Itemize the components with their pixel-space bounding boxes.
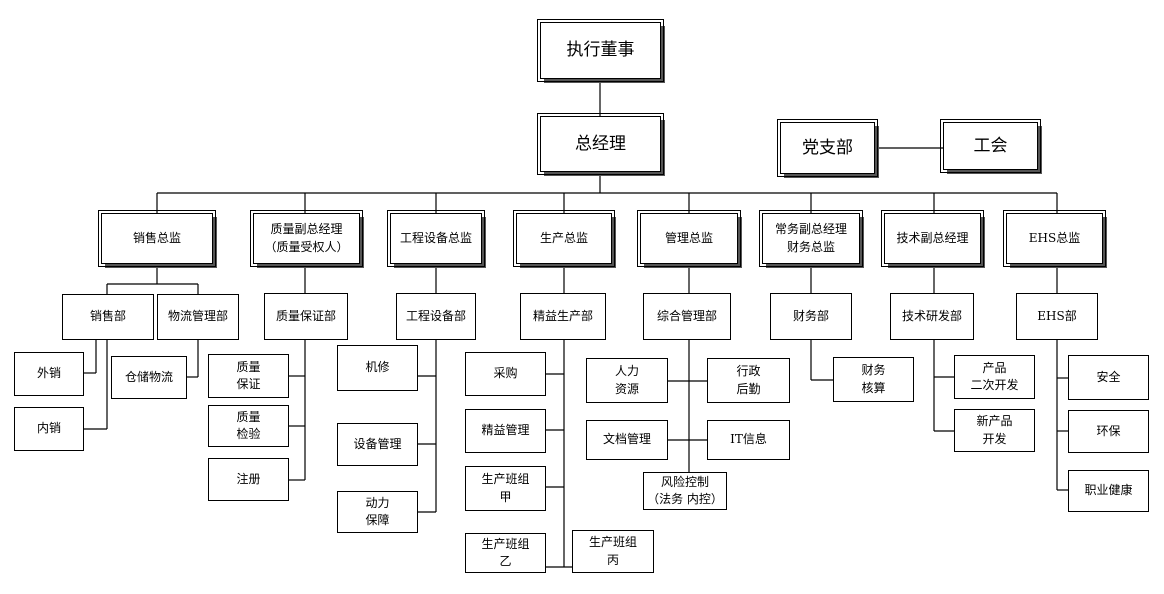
eng-dept-label: 工程设备部 <box>405 308 466 323</box>
management-director-label: 管理总监 <box>664 230 713 245</box>
sales-director-box: 销售总监 <box>98 210 216 267</box>
qa-dept-box: 质量保证部 <box>264 293 348 340</box>
engineering-director-box: 工程设备总监 <box>387 210 485 267</box>
management-director-box: 管理总监 <box>637 210 741 267</box>
safety-box: 安全 <box>1068 355 1149 400</box>
export-sales-label: 外销 <box>36 366 61 381</box>
it-label: IT信息 <box>730 432 767 447</box>
party-branch-label: 党支部 <box>802 137 853 158</box>
admin-dept-label: 综合管理部 <box>656 308 717 323</box>
new-product-box: 新产品 开发 <box>954 409 1035 452</box>
domestic-sales-box: 内销 <box>14 407 84 451</box>
finance-vp-box: 常务副总经理 财务总监 <box>759 210 863 267</box>
team-b-label: 生产班组 乙 <box>481 536 530 568</box>
sales-dept-label: 销售部 <box>89 309 126 324</box>
lean-dept-label: 精益生产部 <box>532 308 593 323</box>
qa-dept-label: 质量保证部 <box>275 308 336 323</box>
occupational-health-label: 职业健康 <box>1084 483 1133 498</box>
union-box: 工会 <box>940 119 1041 173</box>
power-supply-label: 动力 保障 <box>365 495 390 527</box>
ehs-director-box: EHS总监 <box>1003 210 1106 267</box>
new-product-label: 新产品 开发 <box>976 414 1013 446</box>
finance-vp-label: 常务副总经理 财务总监 <box>774 222 847 254</box>
production-director-label: 生产总监 <box>539 230 588 245</box>
rd-dept-label: 技术研发部 <box>901 308 962 323</box>
lean-mgmt-box: 精益管理 <box>465 409 546 453</box>
ceo-box: 执行董事 <box>537 19 664 82</box>
team-c-box: 生产班组 丙 <box>572 530 654 573</box>
lean-mgmt-label: 精益管理 <box>481 423 530 438</box>
union-label: 工会 <box>973 135 1008 156</box>
maintenance-label: 机修 <box>365 360 390 375</box>
hr-label: 人力 资源 <box>614 364 639 396</box>
quality-inspection-label: 质量 检验 <box>236 409 261 441</box>
document-mgmt-box: 文档管理 <box>586 420 668 460</box>
export-sales-box: 外销 <box>14 352 84 396</box>
tech-vp-label: 技术副总经理 <box>896 230 969 245</box>
ehs-dept-label: EHS部 <box>1037 308 1077 323</box>
equipment-mgmt-label: 设备管理 <box>353 436 402 451</box>
lean-dept-box: 精益生产部 <box>520 293 606 340</box>
sales-director-label: 销售总监 <box>132 230 181 245</box>
logistics-dept-box: 物流管理部 <box>157 294 239 340</box>
maintenance-box: 机修 <box>337 345 418 391</box>
engineering-director-label: 工程设备总监 <box>399 230 472 245</box>
gm-box: 总经理 <box>537 113 664 175</box>
accounting-label: 财务 核算 <box>861 363 886 395</box>
ehs-director-label: EHS总监 <box>1028 230 1081 245</box>
quality-vp-box: 质量副总经理 （质量受权人） <box>250 210 363 267</box>
domestic-sales-label: 内销 <box>36 421 61 436</box>
quality-vp-label: 质量副总经理 （质量受权人） <box>264 222 349 254</box>
purchasing-box: 采购 <box>465 352 546 396</box>
accounting-box: 财务 核算 <box>833 357 914 402</box>
ehs-dept-box: EHS部 <box>1016 293 1098 340</box>
finance-dept-box: 财务部 <box>770 293 852 340</box>
finance-dept-label: 财务部 <box>792 308 829 323</box>
quality-inspection-box: 质量 检验 <box>208 405 289 447</box>
risk-control-label: 风险控制 （法务 内控） <box>647 474 723 506</box>
rd-dept-box: 技术研发部 <box>890 293 974 340</box>
risk-control-box: 风险控制 （法务 内控） <box>643 472 727 510</box>
document-mgmt-label: 文档管理 <box>602 432 651 447</box>
sales-dept-box: 销售部 <box>62 294 154 340</box>
equipment-mgmt-box: 设备管理 <box>337 423 418 466</box>
it-box: IT信息 <box>707 420 790 460</box>
team-a-box: 生产班组 甲 <box>465 466 546 511</box>
team-c-label: 生产班组 丙 <box>588 535 637 567</box>
team-b-box: 生产班组 乙 <box>465 533 546 573</box>
ceo-label: 执行董事 <box>566 40 635 61</box>
quality-assurance-label: 质量 保证 <box>236 359 261 391</box>
production-director-box: 生产总监 <box>513 210 615 267</box>
warehouse-box: 仓储物流 <box>111 356 187 399</box>
party-branch-box: 党支部 <box>777 119 878 177</box>
product-redev-label: 产品 二次开发 <box>970 360 1019 392</box>
admin-logistics-box: 行政 后勤 <box>707 358 790 403</box>
team-a-label: 生产班组 甲 <box>481 472 530 504</box>
safety-label: 安全 <box>1096 369 1121 384</box>
gm-label: 总经理 <box>575 133 626 154</box>
purchasing-label: 采购 <box>493 366 518 381</box>
admin-logistics-label: 行政 后勤 <box>736 364 761 396</box>
warehouse-label: 仓储物流 <box>124 369 173 384</box>
environment-box: 环保 <box>1068 410 1149 453</box>
hr-box: 人力 资源 <box>586 358 668 403</box>
environment-label: 环保 <box>1096 423 1121 438</box>
registration-box: 注册 <box>208 458 289 501</box>
registration-label: 注册 <box>236 471 261 486</box>
product-redev-box: 产品 二次开发 <box>954 355 1035 399</box>
logistics-dept-label: 物流管理部 <box>167 309 228 324</box>
eng-dept-box: 工程设备部 <box>396 293 476 340</box>
tech-vp-box: 技术副总经理 <box>881 210 984 267</box>
power-supply-box: 动力 保障 <box>337 491 418 533</box>
admin-dept-box: 综合管理部 <box>643 293 731 340</box>
occupational-health-box: 职业健康 <box>1068 470 1149 512</box>
quality-assurance-box: 质量 保证 <box>208 354 289 398</box>
